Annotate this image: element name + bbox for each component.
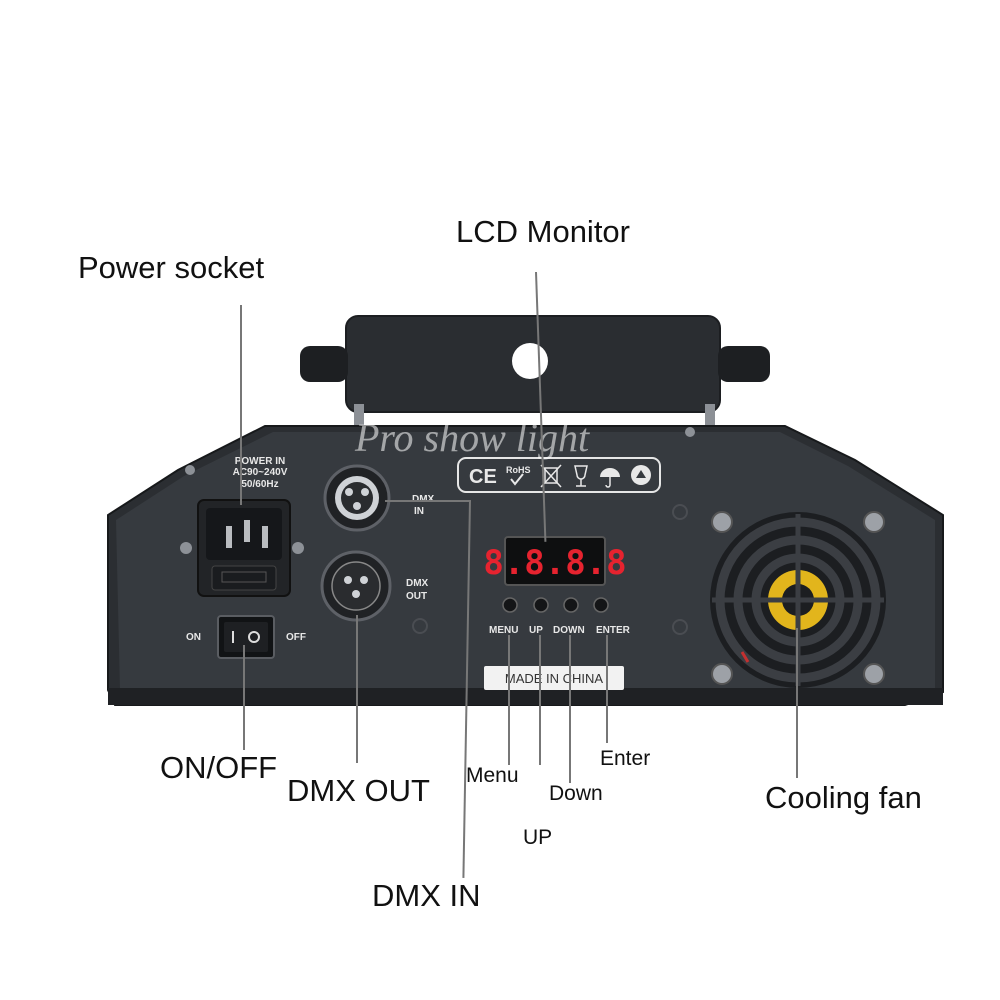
svg-text:CE: CE (469, 466, 497, 488)
bracket-knob-right[interactable] (718, 346, 770, 382)
svg-text:DMX: DMX (412, 494, 435, 505)
callout-dmx-out: DMX OUT (287, 773, 430, 808)
recycle-icon (631, 465, 651, 485)
svg-text:MADE IN CHINA: MADE IN CHINA (505, 671, 604, 686)
leader-power-socket (240, 305, 242, 505)
callout-on-off: ON/OFF (160, 750, 278, 785)
down-button[interactable] (563, 597, 579, 613)
callout-cooling-fan: Cooling fan (765, 780, 922, 815)
leader-on-off (243, 645, 245, 750)
callout-lcd-monitor: LCD Monitor (456, 214, 630, 249)
certification-strip (457, 457, 661, 493)
rohs-icon: RoHS (506, 465, 531, 486)
bracket-knob-left[interactable] (300, 346, 348, 382)
bracket-hole (512, 343, 548, 379)
umbrella-icon (600, 468, 620, 488)
up-button[interactable] (533, 597, 549, 613)
svg-text:AC90~240V: AC90~240V (233, 467, 288, 478)
fragile-glass-icon (574, 465, 588, 487)
svg-text:OUT: OUT (406, 591, 427, 602)
made-in-china-label: MADE IN CHINA (484, 666, 624, 690)
xlr-connector-icon[interactable] (323, 464, 391, 532)
svg-text:POWER IN: POWER IN (235, 456, 286, 467)
callout-up: UP (523, 826, 553, 849)
callout-enter: Enter (600, 747, 651, 770)
svg-text:RoHS: RoHS (506, 465, 531, 475)
svg-text:UP: UP (529, 625, 543, 636)
svg-text:MENU: MENU (489, 625, 518, 636)
leader-menu (508, 635, 510, 765)
callout-dmx-in: DMX IN (372, 878, 481, 913)
leader-dmx-in-h (385, 500, 471, 502)
svg-text:ON: ON (186, 632, 201, 643)
leader-down (569, 635, 571, 783)
watermark: Pro show light (355, 415, 590, 460)
power-rocker-switch[interactable] (217, 615, 275, 659)
ce-mark-icon: CE (469, 466, 497, 488)
callout-power-socket: Power socket (78, 250, 265, 285)
dmx-out-connector[interactable] (320, 550, 392, 622)
svg-text:DMX: DMX (406, 578, 429, 589)
menu-button[interactable] (502, 597, 518, 613)
callout-menu: Menu (466, 764, 519, 787)
leader-enter (606, 635, 608, 743)
leader-dmx-out (356, 615, 358, 763)
svg-text:50/60Hz: 50/60Hz (241, 479, 278, 490)
svg-text:DOWN: DOWN (553, 625, 585, 636)
enter-button[interactable] (593, 597, 609, 613)
svg-text:OFF: OFF (286, 632, 306, 643)
cooling-fan-icon (710, 512, 886, 688)
leader-up (539, 635, 541, 765)
svg-text:8.8.8.8: 8.8.8.8 (483, 543, 626, 583)
power-socket-icon[interactable] (197, 499, 291, 597)
lcd-display: 8.8.8.8 (483, 536, 627, 586)
svg-text:ENTER: ENTER (596, 625, 631, 636)
leader-fan (796, 628, 798, 778)
svg-text:IN: IN (414, 506, 424, 517)
callout-down: Down (549, 782, 603, 805)
